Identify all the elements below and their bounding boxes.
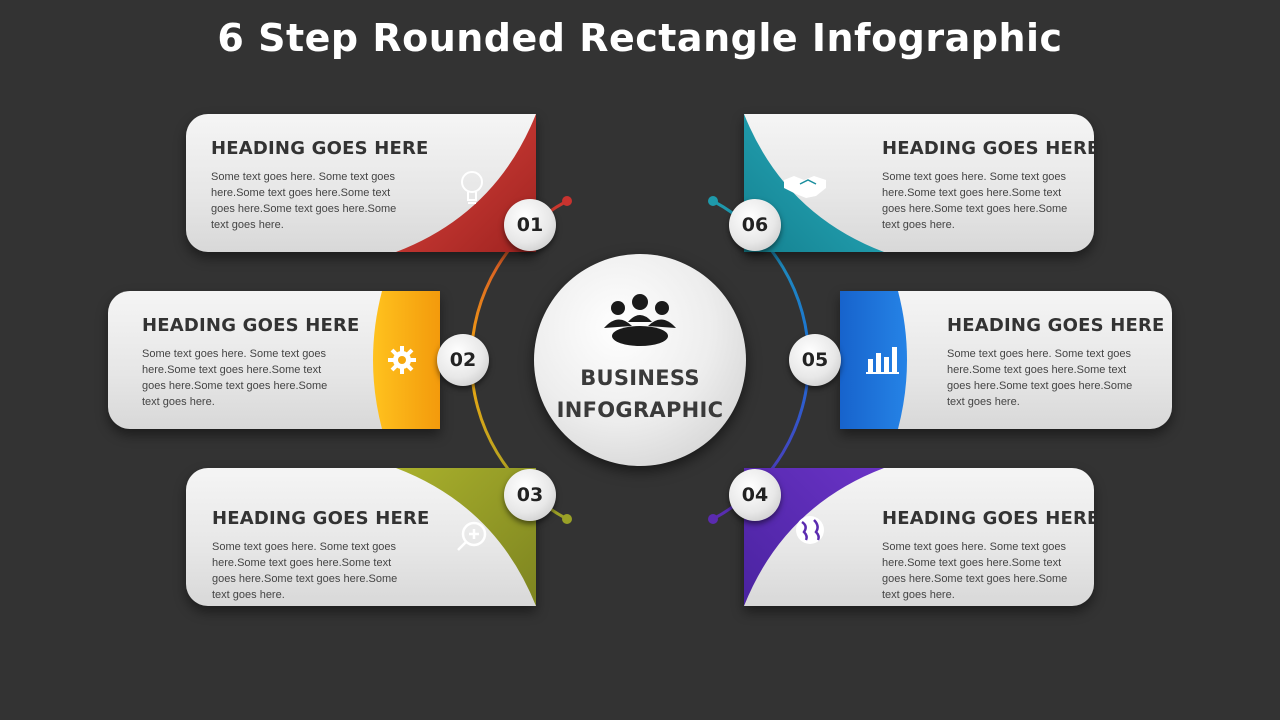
step-heading: HEADING GOES HERE [882,508,1094,529]
search-plus-icon [457,521,487,551]
team-meeting-icon [604,294,676,346]
gear-icon [388,346,416,374]
step-band-02 [373,291,440,429]
step-card-05: HEADING GOES HERE Some text goes here. S… [840,291,1172,429]
step-body: Some text goes here. Some text goes here… [211,171,397,231]
step-body: Some text goes here. Some text goes here… [882,541,1068,601]
globe-icon [796,516,824,544]
step-heading: HEADING GOES HERE [142,315,360,336]
step-card-06: HEADING GOES HERE Some text goes here. S… [744,114,1094,252]
step-heading: HEADING GOES HERE [212,508,430,529]
step-number-06: 06 [729,199,781,251]
connector-dot [562,514,572,524]
lightbulb-icon [461,171,483,204]
step-body: Some text goes here. Some text goes here… [142,348,328,408]
step-band-01 [396,114,536,252]
connector-dot [708,514,718,524]
step-card-02: HEADING GOES HERE Some text goes here. S… [108,291,440,429]
step-band-05 [840,291,907,429]
bar-chart-icon [866,347,899,374]
step-number-02: 02 [437,334,489,386]
step-card-04: HEADING GOES HERE Some text goes here. S… [744,468,1094,606]
step-number-05: 05 [789,334,841,386]
handshake-icon [784,176,826,198]
step-heading: HEADING GOES HERE [947,315,1165,336]
step-card-03: HEADING GOES HERE Some text goes here. S… [186,468,536,606]
step-body: Some text goes here. Some text goes here… [947,348,1133,408]
center-title-line-2: INFOGRAPHIC [556,398,724,422]
step-number-01: 01 [504,199,556,251]
step-band-03 [396,468,536,606]
step-card-01: HEADING GOES HERE Some text goes here. S… [186,114,536,252]
step-number-04: 04 [729,469,781,521]
center-title-line-1: BUSINESS [580,366,700,390]
step-body: Some text goes here. Some text goes here… [212,541,398,601]
connector-dot [562,196,572,206]
page-title: 6 Step Rounded Rectangle Infographic [217,16,1063,60]
step-heading: HEADING GOES HERE [211,138,429,159]
connector-dot [708,196,718,206]
center-hub: BUSINESS INFOGRAPHIC [534,254,746,466]
step-heading: HEADING GOES HERE [882,138,1094,159]
step-body: Some text goes here. Some text goes here… [882,171,1068,231]
step-number-03: 03 [504,469,556,521]
